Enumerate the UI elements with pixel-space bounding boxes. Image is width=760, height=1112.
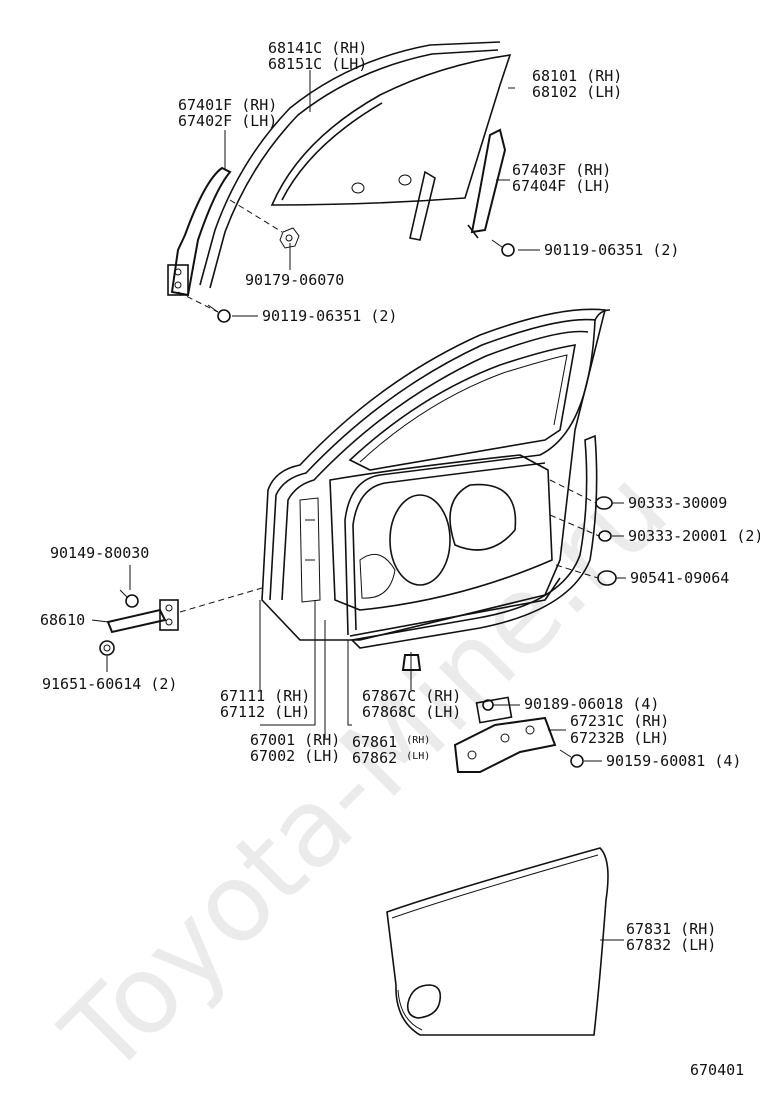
label-67861: 67861 (RH) [352,733,431,751]
label-67404f: 67404F (LH) [512,177,612,195]
label-90119-upper: 90119-06351 (2) [544,241,680,259]
door-check [106,599,179,634]
label-68610: 68610 [40,611,86,629]
label-67862: 67862 (LH) [352,749,431,767]
door-outer-panel [386,847,609,1036]
label-67867c: 67867C (RH) [362,687,462,705]
label-68101: 68101 (RH) [532,67,623,85]
rear-weatherstrip [350,434,598,649]
label-67868c: 67868C (LH) [362,703,462,721]
division-bar [409,170,436,241]
leader-lines [106,70,626,941]
plug-90541-09064 [597,570,617,586]
door-frame [261,308,606,641]
label-67002: 67002 (LH) [250,747,341,765]
bolt-91651 [99,640,115,656]
label-67831: 67831 (RH) [626,920,717,938]
label-91651: 91651-60614 (2) [42,675,178,693]
door-glass [270,54,512,206]
bolt-90149 [119,589,139,608]
label-67402f: 67402F (LH) [178,112,278,130]
label-67832: 67832 (LH) [626,936,717,954]
label-67861-side: (RH) [406,735,431,746]
label-67403f: 67403F (RH) [512,161,612,179]
label-68141c: 68141C (RH) [268,39,368,57]
label-90179: 90179-06070 [245,271,345,289]
label-68151c: 68151C (LH) [268,55,368,73]
bolt-90119-lower [207,304,231,323]
label-68102: 68102 (LH) [532,83,623,101]
label-90119-lower: 90119-06351 (2) [262,307,398,325]
label-90541: 90541-09064 [630,569,730,587]
front-lower-frame [167,166,232,297]
label-67112: 67112 (LH) [220,703,311,721]
fastener-90179 [279,227,300,249]
label-90333-30009: 90333-30009 [628,494,728,512]
label-67862-side: (LH) [406,751,431,762]
bolt-90159 [559,749,584,768]
rear-lower-frame [467,128,507,239]
label-90189: 90189-06018 (4) [524,695,660,713]
plug-90333-30009 [595,496,613,510]
label-67231c: 67231C (RH) [570,712,670,730]
plug-90333-20001 [598,530,612,542]
label-67001: 67001 (RH) [250,731,341,749]
door-weatherstrip [344,309,611,637]
label-90333-20001: 90333-20001 (2) [628,527,760,545]
diagram-id: 670401 [690,1061,745,1079]
door-hinge [453,696,557,773]
label-67232b: 67232B (LH) [570,729,670,747]
glass-run-channel [199,41,501,289]
label-67401f: 67401F (RH) [178,96,278,114]
clip-67867c [401,652,422,676]
label-90149: 90149-80030 [50,544,150,562]
label-90159: 90159-60081 (4) [606,752,742,770]
bolt-90119-upper [491,239,515,257]
label-67111: 67111 (RH) [220,687,311,705]
